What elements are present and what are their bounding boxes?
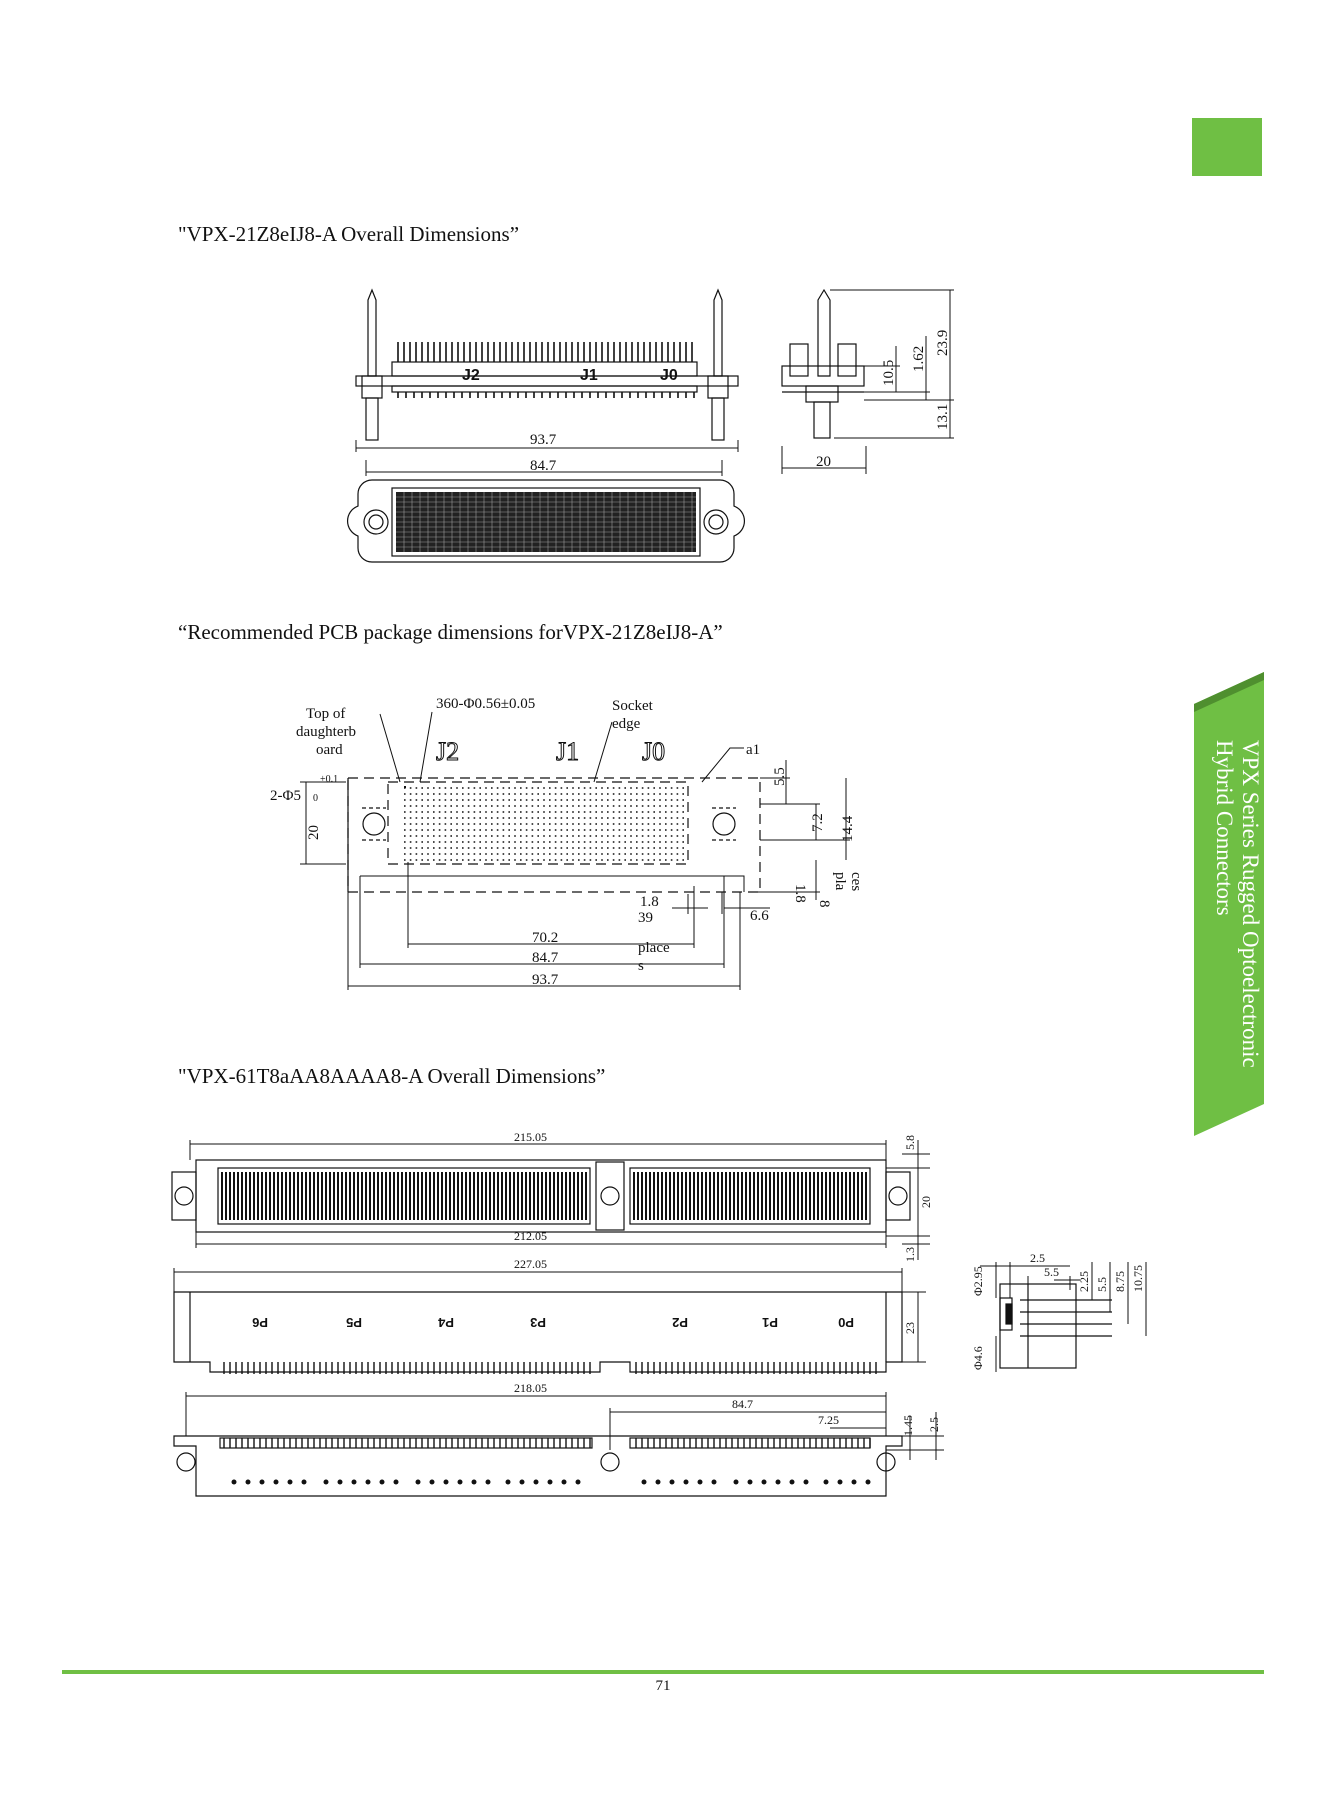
lbl-top-of-1: Top of [306,706,345,722]
section-title-3: "VPX-61T8aAA8AAAA8-A Overall Dimensions” [178,1064,606,1088]
lbl-a1: a1 [746,742,760,758]
pcb-slot-j0: J0 [642,737,665,766]
lbl-8-2: pla [832,872,848,891]
slot-p6: P6 [252,1315,268,1330]
pcb-dim-1-8-h: 1.8 [640,894,659,910]
dim-20: 20 [816,454,831,470]
pcb-dim-20: 20 [306,825,322,840]
side-dim-d4-6: Φ4.6 [971,1346,985,1370]
lbl-socket-2: edge [612,716,641,732]
dim-218-05: 218.05 [514,1381,547,1395]
side-dim-5-5: 5.5 [1044,1265,1059,1279]
drawing-overall-1: J2 J1 J0 93.7 84.7 20 10.5 1 [346,288,954,563]
side-dim-d2-95: Φ2.95 [971,1266,985,1296]
pcb-dim-70-2: 70.2 [532,930,558,946]
dim-84-7: 84.7 [530,458,557,474]
page-number: 71 [655,1678,671,1694]
slot-label-j0: J0 [660,367,678,384]
lbl-8-1: 8 [816,900,832,908]
pcb-dim-93-7: 93.7 [532,972,559,988]
dim-2-5: 2.5 [927,1417,941,1432]
dim-1-62: 1.62 [911,346,927,372]
top-view [171,1159,911,1233]
pcb-slot-j2: J2 [436,737,459,766]
pcb-dim-6-6: 6.6 [750,908,769,924]
top-view-fins [221,1172,867,1220]
slot-p3: P3 [530,1315,546,1330]
lbl-mount-sub: 0 [313,793,318,804]
lbl-39-1: 39 [638,910,653,926]
side-section-view [999,1283,1112,1369]
dim-13-1: 13.1 [935,404,951,430]
drawing-pcb-package: J2 J1 J0 Top of daughterb oard 360-Φ0.56… [270,696,864,990]
side-dim-10-75: 10.75 [1131,1265,1145,1292]
connector-top-view [346,479,746,563]
dim-84-7-b: 84.7 [732,1397,753,1411]
dim-23-9: 23.9 [935,330,951,356]
drawing-overall-3: P6 P5 P4 P3 P2 P1 P0 215.0 [171,1130,1147,1497]
lbl-socket-1: Socket [612,698,654,714]
dim-5-8: 5.8 [903,1135,917,1150]
lbl-8-3: ces [848,872,864,891]
section-title-1: "VPX-21Z8eIJ8-A Overall Dimensions” [178,222,520,246]
side-tab-line1: VPX Series Rugged Optoelectronic [1237,740,1263,1068]
front-view [173,1291,903,1373]
pcb-dim-14-4: 14.4 [840,815,856,842]
dim-227-05: 227.05 [514,1257,547,1271]
dim-1-3: 1.3 [903,1247,917,1262]
side-tab-line2: Hybrid Connectors [1211,740,1237,916]
slot-p1: P1 [762,1315,778,1330]
lbl-39-2: place [638,940,670,956]
pcb-dim-5-5: 5.5 [772,767,788,786]
connector-side-view [781,288,865,439]
slot-p2: P2 [672,1315,688,1330]
pcb-dim-7-2: 7.2 [810,813,826,832]
lbl-39-3: s [638,958,644,974]
dim-93-7: 93.7 [530,432,557,448]
slot-p4: P4 [437,1315,454,1330]
slot-p5: P5 [346,1315,362,1330]
dim-10-5: 10.5 [881,360,897,386]
lbl-tol: +0.1 [320,774,338,785]
side-dim-2-25: 2.25 [1077,1271,1091,1292]
pcb-dim-1-8-v: 1.8 [792,884,808,903]
side-dim-5-5-v: 5.5 [1095,1277,1109,1292]
side-tab [1194,672,1264,1136]
side-dim-2-5: 2.5 [1030,1251,1045,1265]
accent-block [1192,118,1262,176]
lbl-top-of-2: daughterb [296,724,356,740]
comb-top [397,342,695,398]
side-tab-text: VPX Series Rugged Optoelectronic Hybrid … [883,740,1263,1068]
side-dim-8-75: 8.75 [1113,1271,1127,1292]
lbl-top-of-3: oard [316,742,343,758]
pcb-slot-j1: J1 [556,737,579,766]
lbl-mount: 2-Φ5 [270,788,301,804]
dim-7-25: 7.25 [818,1413,839,1427]
slot-p0: P0 [838,1315,854,1330]
dim-212-05: 212.05 [514,1229,547,1243]
dim-215-05: 215.05 [514,1130,547,1144]
dim-20-b: 20 [919,1196,933,1208]
pcb-dim-84-7: 84.7 [532,950,559,966]
lbl-holes: 360-Φ0.56±0.05 [436,696,535,712]
bottom-view-pads [231,1479,871,1485]
front-view-pins [223,1362,877,1374]
dim-23: 23 [903,1322,917,1334]
slot-label-j2: J2 [462,367,480,384]
footer-rule [62,1670,1264,1674]
bottom-view [173,1435,903,1497]
dim-1-45: 1.45 [901,1415,915,1436]
slot-label-j1: J1 [580,367,598,384]
section-title-2: “Recommended PCB package dimensions forV… [178,620,723,644]
